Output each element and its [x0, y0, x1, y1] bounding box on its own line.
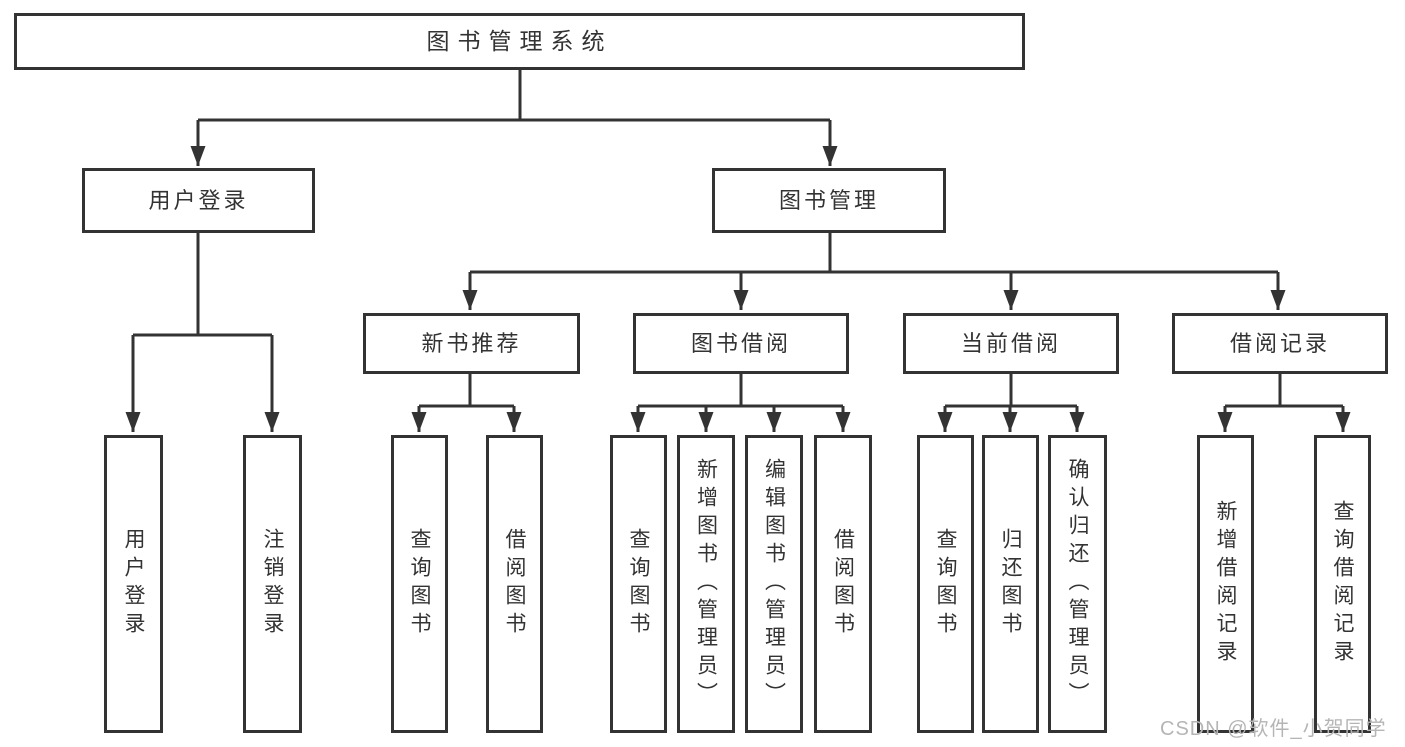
- leaf-borrow-books-borrow: 借阅图书: [814, 435, 872, 733]
- node-user-login: 用户登录: [82, 168, 315, 233]
- node-label: 借阅图书: [503, 528, 526, 640]
- leaf-return-books: 归还图书: [982, 435, 1039, 733]
- node-label: 图书管理系统: [426, 28, 613, 54]
- node-label: 确认归还（管理员）: [1066, 458, 1089, 710]
- node-label: 编辑图书（管理员）: [762, 458, 786, 710]
- node-label: 注销登录: [261, 528, 284, 640]
- node-label: 查询图书: [934, 528, 957, 640]
- leaf-query-books-borrow: 查询图书: [610, 435, 667, 733]
- leaf-query-books-current: 查询图书: [917, 435, 974, 733]
- node-label: 当前借阅: [960, 330, 1061, 356]
- node-borrow-records: 借阅记录: [1172, 313, 1388, 374]
- leaf-borrow-books-recommend: 借阅图书: [486, 435, 543, 733]
- leaf-user-login: 用户登录: [104, 435, 163, 733]
- node-label: 新增图书（管理员）: [694, 458, 718, 710]
- node-book-management: 图书管理: [712, 168, 946, 233]
- node-label: 新增借阅记录: [1214, 500, 1237, 668]
- node-label: 借阅记录: [1229, 330, 1330, 356]
- leaf-logout-login: 注销登录: [243, 435, 302, 733]
- node-label: 图书借阅: [690, 330, 791, 356]
- node-label: 用户登录: [122, 528, 145, 640]
- leaf-add-borrow-record: 新增借阅记录: [1197, 435, 1254, 733]
- node-label: 用户登录: [148, 187, 249, 213]
- leaf-confirm-return-admin: 确认归还（管理员）: [1048, 435, 1107, 733]
- leaf-edit-book-admin: 编辑图书（管理员）: [745, 435, 803, 733]
- node-label: 查询借阅记录: [1331, 500, 1354, 668]
- node-label: 新书推荐: [421, 330, 522, 356]
- leaf-query-books-recommend: 查询图书: [391, 435, 448, 733]
- node-book-borrow: 图书借阅: [633, 313, 849, 374]
- node-label: 查询图书: [627, 528, 650, 640]
- node-label: 查询图书: [408, 528, 431, 640]
- watermark: CSDN @软件_小贺同学: [1160, 718, 1387, 740]
- leaf-add-book-admin: 新增图书（管理员）: [677, 435, 735, 733]
- node-library-management-system: 图书管理系统: [14, 13, 1025, 70]
- leaf-query-borrow-record: 查询借阅记录: [1314, 435, 1371, 733]
- node-new-book-recommend: 新书推荐: [363, 313, 580, 374]
- node-label: 图书管理: [778, 187, 879, 213]
- node-label: 借阅图书: [831, 528, 855, 640]
- node-current-borrow: 当前借阅: [903, 313, 1119, 374]
- node-label: 归还图书: [999, 528, 1022, 640]
